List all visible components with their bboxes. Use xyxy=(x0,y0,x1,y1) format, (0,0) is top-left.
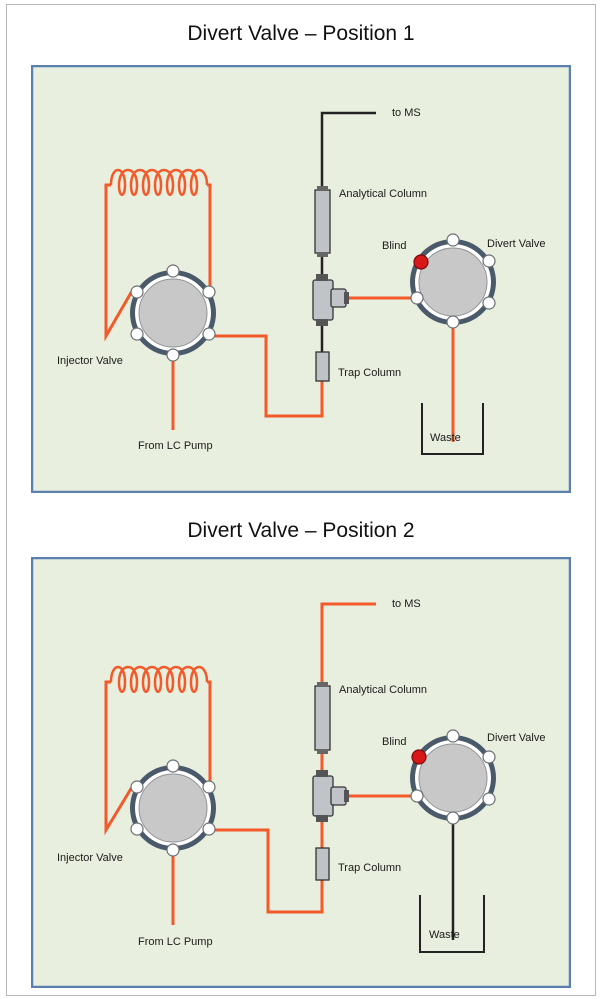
from-lc-pump-label: From LC Pump xyxy=(138,440,213,452)
injector-loop-line xyxy=(104,680,134,836)
waste-beaker xyxy=(419,895,485,953)
analytical-column-cap-bottom xyxy=(317,749,328,754)
outer-frame xyxy=(6,4,596,996)
analytical-column-label: Analytical Column xyxy=(339,188,427,200)
panel-1-title: Divert Valve – Position 1 xyxy=(187,22,415,45)
analytical-column-label: Analytical Column xyxy=(339,684,427,696)
injector-loop-line xyxy=(104,183,134,342)
injector-valve-label: Injector Valve xyxy=(57,355,123,367)
injector-coil xyxy=(109,168,209,196)
injector-to-trap-line xyxy=(210,334,324,418)
injector-to-trap-line xyxy=(210,828,324,914)
trap-column xyxy=(315,847,330,881)
injector-valve xyxy=(130,759,216,857)
trap-column-label: Trap Column xyxy=(338,862,401,874)
analytical-column-cap-bottom xyxy=(317,252,328,257)
trap-column xyxy=(315,351,330,382)
panel-2-title: Divert Valve – Position 2 xyxy=(187,519,415,542)
analytical-column xyxy=(314,189,331,254)
panel-1-flow-lines xyxy=(104,168,455,442)
injector-coil xyxy=(109,665,209,693)
blind-label: Blind xyxy=(382,240,406,252)
waste-label: Waste xyxy=(430,432,461,444)
tee-union xyxy=(312,274,349,326)
to-ms-label: to MS xyxy=(392,107,421,119)
blind-port xyxy=(411,749,427,765)
divert-valve-label: Divert Valve xyxy=(487,238,545,250)
trap-column-label: Trap Column xyxy=(338,367,401,379)
column-to-ms-line xyxy=(320,602,376,686)
from-lc-pump-label: From LC Pump xyxy=(138,936,213,948)
waste-beaker xyxy=(421,403,484,455)
divert-valve-label: Divert Valve xyxy=(487,732,545,744)
analytical-column xyxy=(314,685,331,751)
divert-valve xyxy=(410,729,496,825)
injector-valve xyxy=(130,264,216,362)
divert-valve xyxy=(410,233,496,329)
panel-2-diagram: to MS Analytical Column Blind Divert Val… xyxy=(31,557,571,988)
blind-label: Blind xyxy=(382,736,406,748)
blind-port xyxy=(413,254,429,270)
panel-2-flow-lines xyxy=(104,602,412,925)
tee-union xyxy=(312,770,349,822)
injector-valve-label: Injector Valve xyxy=(57,852,123,864)
panel-1-diagram: to MS Analytical Column Blind Divert Val… xyxy=(31,65,571,493)
column-to-ms-line xyxy=(320,111,376,190)
to-ms-label: to MS xyxy=(392,598,421,610)
analytical-column-cap-top xyxy=(317,682,328,687)
analytical-column-cap-top xyxy=(317,186,328,191)
waste-label: Waste xyxy=(429,929,460,941)
